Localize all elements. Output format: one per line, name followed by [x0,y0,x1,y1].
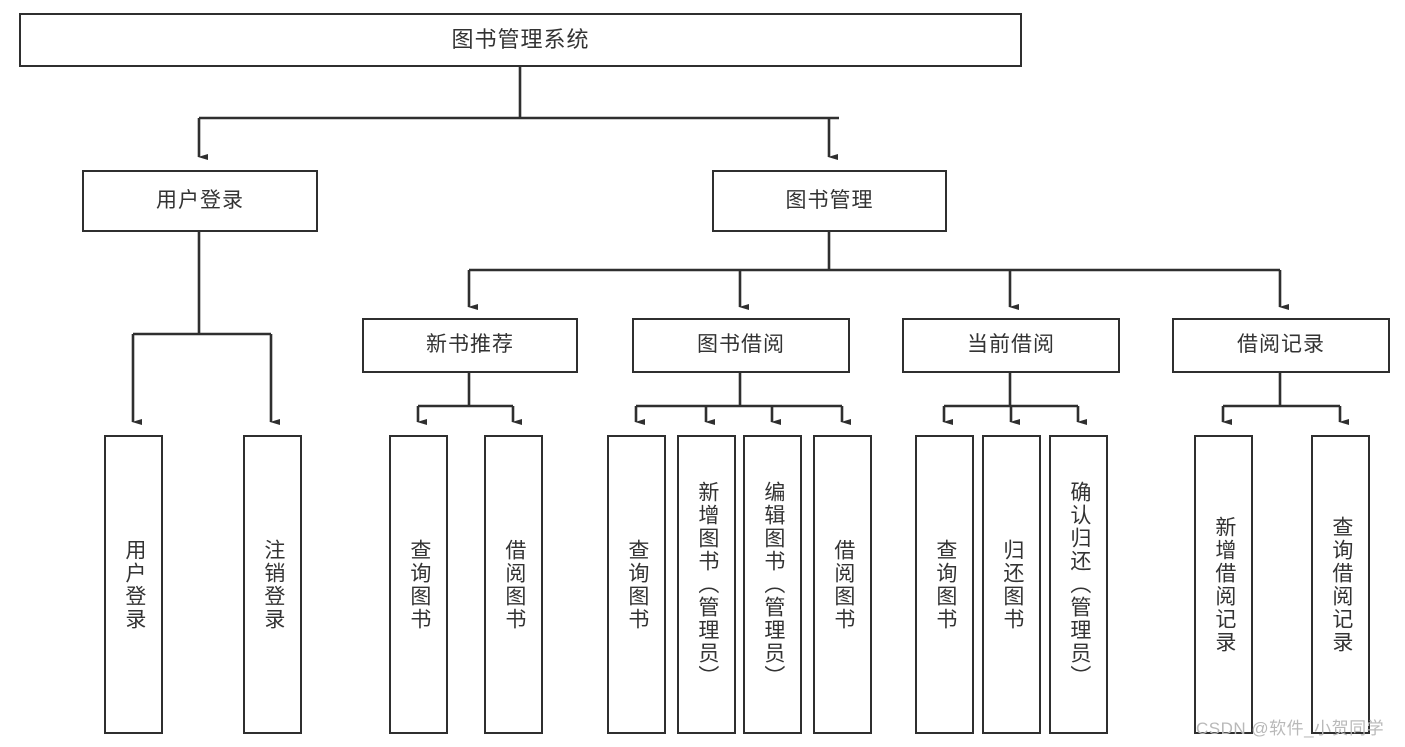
node-current-borrow[interactable]: 当前借阅 [902,318,1120,373]
node-label: 借阅图书 [831,538,855,631]
leaf-borrow-add-book-admin[interactable]: 新增图书（管理员） [677,435,736,734]
leaf-current-query-book[interactable]: 查询图书 [915,435,974,734]
node-label: 用户登录 [156,188,244,212]
node-new-book-recommend[interactable]: 新书推荐 [362,318,578,373]
node-label: 编辑图书（管理员） [761,481,785,688]
leaf-recommend-borrow-book[interactable]: 借阅图书 [484,435,543,734]
node-label: 注销登录 [261,538,285,631]
node-borrow-record[interactable]: 借阅记录 [1172,318,1390,373]
node-label: 查询借阅记录 [1329,515,1353,654]
node-label: 新增图书（管理员） [695,481,719,688]
node-root-system[interactable]: 图书管理系统 [19,13,1022,67]
node-book-borrow[interactable]: 图书借阅 [632,318,850,373]
node-label: 图书管理 [785,188,874,212]
node-book-management[interactable]: 图书管理 [712,170,947,232]
node-label: 图书管理系统 [451,27,590,53]
node-label: 用户登录 [122,538,146,631]
node-label: 借阅记录 [1237,333,1325,357]
leaf-borrow-query-book[interactable]: 查询图书 [607,435,666,734]
node-label: 新书推荐 [426,333,514,357]
node-label: 借阅图书 [502,538,526,631]
leaf-borrow-borrow-book[interactable]: 借阅图书 [813,435,872,734]
leaf-logout[interactable]: 注销登录 [243,435,302,734]
node-label: 当前借阅 [967,333,1055,357]
leaf-user-login[interactable]: 用户登录 [104,435,163,734]
csdn-watermark: CSDN @软件_小贺同学 [1196,719,1385,738]
leaf-current-confirm-return-admin[interactable]: 确认归还（管理员） [1049,435,1108,734]
node-label: 查询图书 [407,538,431,631]
leaf-current-return-book[interactable]: 归还图书 [982,435,1041,734]
leaf-borrow-edit-book-admin[interactable]: 编辑图书（管理员） [743,435,802,734]
node-label: 确认归还（管理员） [1067,481,1091,688]
leaf-record-query-borrow-record[interactable]: 查询借阅记录 [1311,435,1370,734]
node-label: 归还图书 [1000,538,1024,631]
node-label: 查询图书 [625,538,649,631]
node-user-login[interactable]: 用户登录 [82,170,318,232]
leaf-recommend-query-book[interactable]: 查询图书 [389,435,448,734]
node-label: 新增借阅记录 [1212,515,1236,654]
leaf-record-add-borrow-record[interactable]: 新增借阅记录 [1194,435,1253,734]
node-label: 查询图书 [933,538,957,631]
node-label: 图书借阅 [697,333,785,357]
